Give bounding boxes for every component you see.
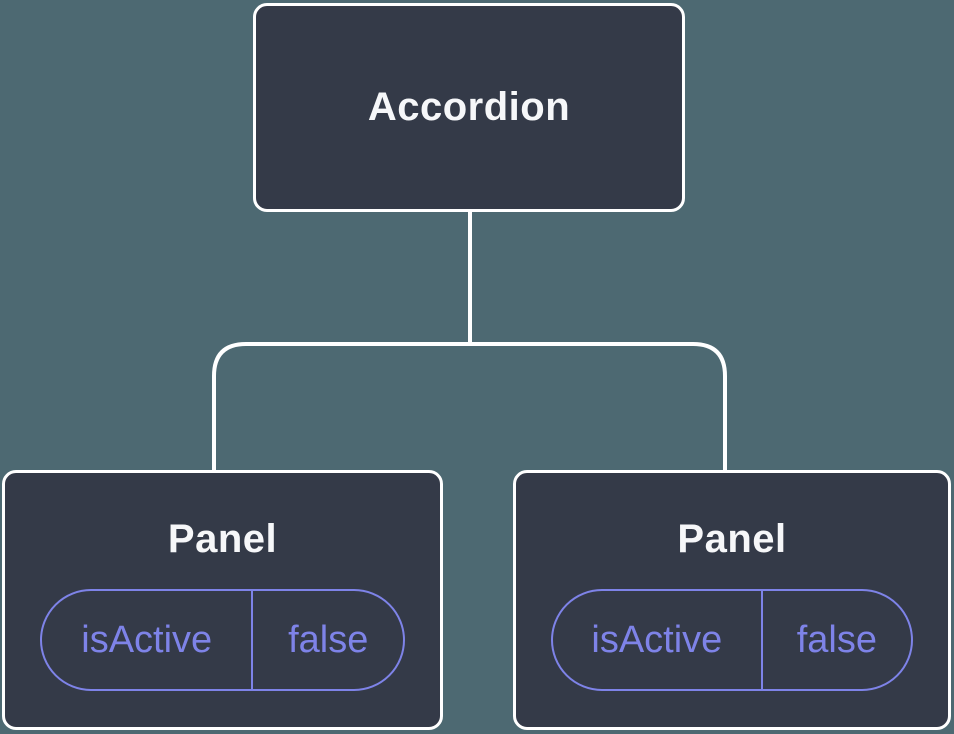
- panel-label: Panel: [677, 517, 787, 561]
- prop-name-cell: isActive: [553, 591, 763, 689]
- state-pill: isActive false: [551, 589, 913, 691]
- accordion-label: Accordion: [367, 85, 571, 129]
- prop-name-cell: isActive: [42, 591, 254, 689]
- prop-value-cell: false: [796, 618, 877, 661]
- node-panel-right: Panel isActive false: [513, 470, 951, 730]
- node-accordion: Accordion: [253, 3, 685, 212]
- prop-value-cell: false: [288, 618, 369, 661]
- connector-bracket: [212, 342, 727, 472]
- panel-label: Panel: [167, 517, 278, 561]
- state-pill: isActive false: [40, 589, 405, 691]
- node-panel-left: Panel isActive false: [2, 470, 443, 730]
